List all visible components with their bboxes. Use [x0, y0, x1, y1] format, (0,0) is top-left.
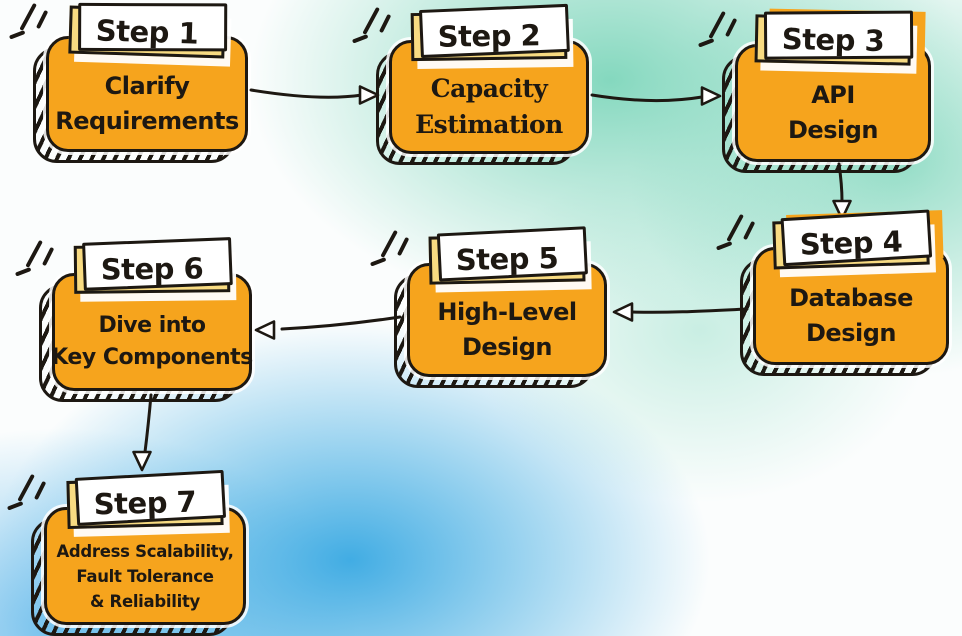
step-text-line: Fault Tolerance	[76, 566, 214, 586]
step-text-line: Dive into	[98, 312, 206, 338]
step-3-text: API Design	[738, 71, 928, 153]
step-label-text: Step 6	[100, 251, 204, 287]
step-5-node: High-Level Design Step 5	[370, 230, 607, 388]
step-6-node: Dive into Key Components Step 6	[15, 240, 253, 402]
step-label-text: Step 1	[95, 13, 199, 51]
step-4-text: Database Design	[756, 274, 946, 356]
step-label-text: Step 5	[455, 240, 559, 278]
step-text-line: Design	[462, 332, 552, 361]
step-text-line: Database	[789, 283, 913, 312]
step-5-text: High-Level Design	[410, 290, 604, 368]
arrow-step6-to-step7	[132, 393, 153, 472]
step-4-node: Database Design Step 4	[716, 214, 949, 376]
step-2-node: Capacity Estimation Step 2	[352, 7, 589, 165]
step-7-card: Address Scalability, Fault Tolerance & R…	[44, 507, 246, 625]
sparkle-icon	[7, 474, 46, 510]
step-text-line: Address Scalability,	[56, 541, 234, 561]
step-4-label: Step 4	[772, 216, 930, 270]
step-3-label: Step 3	[754, 14, 912, 66]
step-1-label: Step 1	[68, 5, 226, 59]
step-7-node: Address Scalability, Fault Tolerance & R…	[7, 474, 246, 636]
arrow-step5-to-step6	[254, 315, 402, 340]
step-label-text: Step 4	[799, 224, 903, 262]
step-text-line: Capacity	[430, 73, 548, 103]
step-2-text: Capacity Estimation	[392, 67, 586, 145]
step-text-line: & Reliability	[90, 591, 200, 611]
sparkle-icon	[15, 240, 54, 276]
step-label-text: Step 3	[781, 21, 885, 59]
step-label-text: Step 2	[437, 18, 541, 54]
step-text-line: Design	[788, 115, 878, 144]
step-7-text: Address Scalability, Fault Tolerance & R…	[47, 536, 243, 616]
arrow-step1-to-step2	[249, 85, 380, 105]
sparkle-icon	[698, 11, 737, 47]
step-2-label: Step 2	[410, 10, 568, 62]
step-6-label: Step 6	[73, 244, 231, 294]
step-text-line: Design	[806, 318, 896, 347]
step-text-line: API	[811, 80, 855, 109]
step-text-line: Estimation	[415, 109, 563, 139]
step-text-line: Key Components	[51, 344, 253, 370]
step-text-line: High-Level	[437, 297, 577, 326]
arrow-step4-to-step5	[612, 302, 749, 322]
step-5-label: Step 5	[428, 233, 586, 285]
sparkle-icon	[716, 214, 755, 250]
step-1-node: Clarify Requirements Step 1	[9, 3, 248, 163]
step-1-text: Clarify Requirements	[49, 63, 245, 143]
sparkle-icon	[9, 3, 48, 39]
step-text-line: Clarify	[104, 71, 190, 100]
sparkle-icon	[352, 7, 391, 43]
step-6-text: Dive into Key Components	[51, 300, 253, 382]
step-7-label: Step 7	[66, 476, 224, 530]
sparkle-icon	[370, 230, 409, 266]
step-label-text: Step 7	[93, 484, 197, 522]
step-3-node: API Design Step 3	[698, 11, 931, 173]
arrow-step2-to-step3	[590, 86, 722, 106]
step-text-line: Requirements	[55, 106, 239, 135]
